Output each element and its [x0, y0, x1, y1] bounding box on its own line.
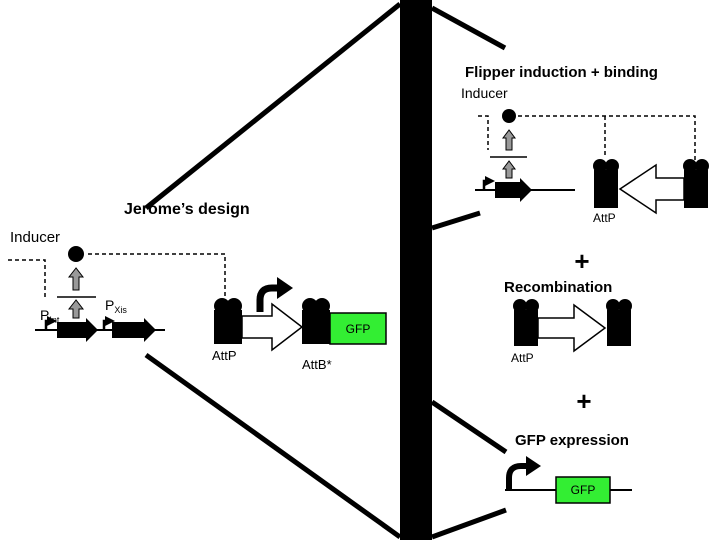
left-inducer-dot: [68, 246, 84, 262]
recomb-attp-label: AttP: [511, 351, 534, 365]
left-gene-i-label: I: [71, 327, 73, 336]
right-dashed-line-out: [518, 115, 696, 160]
right-panel-expression: + GFP expression GFP: [505, 386, 632, 504]
left-inducer-label: Inducer: [10, 229, 60, 246]
left-promoter-int-label: PInt: [40, 307, 60, 325]
right-panel-recombination: + Recombination AttP: [504, 246, 632, 365]
left-dashed-line-in: [8, 259, 46, 298]
right-attb-site-1: [683, 159, 709, 208]
left-attp-label: AttP: [212, 348, 237, 363]
left-gfp-label: GFP: [346, 322, 371, 336]
right-attp-site-1: [593, 159, 619, 208]
right-promoter-icon: [482, 176, 495, 190]
left-promoter-xis-icon: [102, 316, 115, 330]
left-gene-e-label: E: [127, 327, 132, 336]
right-inducer-dot: [502, 109, 516, 123]
left-attb-label: AttB*: [302, 357, 332, 372]
expression-promoter-bent-arrow-icon: [506, 463, 527, 490]
callout-line-right-bottom: [431, 507, 507, 540]
left-promoter-bent-arrow-icon: [256, 284, 278, 312]
callout-line-right-mid: [431, 210, 481, 231]
plus-sign-1: +: [574, 246, 589, 276]
plus-sign-2: +: [576, 386, 591, 416]
right-gene-i-label: I: [508, 187, 510, 196]
left-promoter-int-icon: [44, 316, 57, 330]
callout-line-left-top: [144, 2, 402, 210]
right-panel-induction: Flipper induction + binding Inducer I At…: [461, 64, 709, 225]
left-panel: Jerome’s design Inducer PInt PXis I E At…: [8, 201, 387, 372]
right-dashed-line-in: [478, 115, 489, 150]
callout-line-right-lower: [430, 399, 508, 455]
time-label: Time: [410, 255, 425, 285]
left-attp-site: [214, 298, 242, 344]
recomb-attb-site: [606, 299, 632, 346]
callout-line-left-bottom: [144, 352, 402, 540]
induction-title: Flipper induction + binding: [465, 64, 658, 81]
right-gene-i: [495, 178, 532, 202]
right-attp-label-1: AttP: [593, 211, 616, 225]
callout-line-right-top: [430, 5, 507, 51]
expression-promoter-bent-arrowhead: [526, 456, 541, 476]
expression-gfp-box: [555, 476, 611, 504]
recombination-title: Recombination: [504, 279, 612, 296]
right-inducer-label: Inducer: [461, 85, 508, 101]
left-gene-i: [57, 318, 98, 342]
left-promoter-bent-arrowhead: [277, 277, 293, 299]
left-flip-arrow: [241, 302, 304, 352]
left-gfp-box: [329, 312, 387, 345]
right-up-arrow-icon: [502, 129, 516, 179]
left-attb-site: [302, 298, 330, 344]
left-gene-e: [112, 318, 156, 342]
expression-title: GFP expression: [515, 432, 629, 449]
left-up-arrow-icon: [67, 267, 85, 319]
recomb-attp-site: [513, 299, 539, 346]
right-flip-arrow-1: [618, 163, 685, 215]
timeline: Time: [144, 0, 508, 540]
left-promoter-xis-label: PXis: [105, 297, 127, 315]
left-title: Jerome’s design: [124, 201, 250, 218]
time-bar: [400, 0, 432, 540]
expression-gfp-label: GFP: [571, 483, 596, 497]
left-dashed-line-out: [88, 253, 226, 298]
recomb-flip-arrow: [537, 303, 607, 353]
